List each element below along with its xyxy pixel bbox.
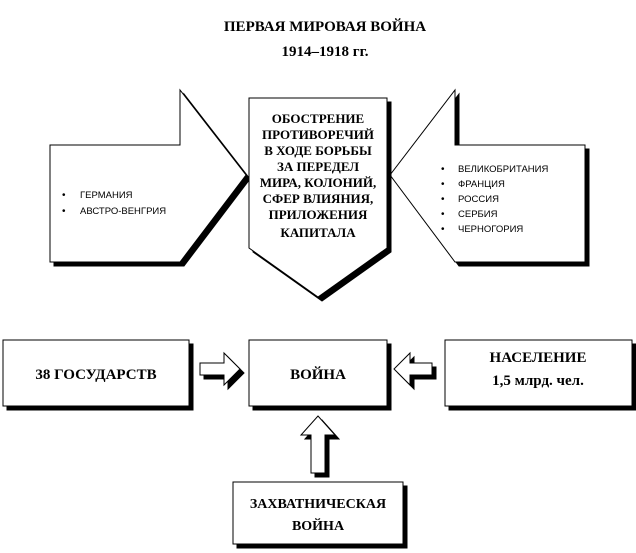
title-line-2: 1914–1918 гг. bbox=[282, 44, 369, 60]
bullet-icon: • bbox=[441, 224, 445, 235]
population-box-line-1: НАСЕЛЕНИЕ bbox=[490, 350, 587, 366]
bullet-icon: • bbox=[441, 194, 445, 205]
right-arrow bbox=[389, 88, 586, 263]
center-line: МИРА, КОЛОНИЙ, bbox=[260, 175, 377, 190]
center-line: ОБОСТРЕНИЕ bbox=[272, 111, 364, 126]
states-box bbox=[2, 339, 190, 407]
arrow-right-small bbox=[199, 351, 241, 387]
left-item-austria-hungary: АВСТРО-ВЕНГРИЯ bbox=[80, 206, 166, 217]
center-line: СФЕР ВЛИЯНИЯ, bbox=[263, 191, 374, 206]
population-box-line-2: 1,5 млрд. чел. bbox=[492, 373, 584, 389]
conquest-war-box bbox=[232, 481, 404, 545]
right-item-france: ФРАНЦИЯ bbox=[458, 179, 505, 190]
states-box-label: 38 ГОСУДАРСТВ bbox=[35, 367, 156, 383]
left-item-germany: ГЕРМАНИЯ bbox=[80, 190, 133, 201]
right-arrow-list: • ВЕЛИКОБРИТАНИЯ • ФРАНЦИЯ • РОССИЯ • СЕ… bbox=[441, 164, 548, 235]
war-box bbox=[248, 339, 388, 407]
population-box bbox=[444, 339, 633, 407]
right-item-great-britain: ВЕЛИКОБРИТАНИЯ bbox=[458, 164, 548, 175]
center-line: КАПИТАЛА bbox=[280, 225, 356, 240]
bullet-icon: • bbox=[62, 190, 66, 201]
left-arrow bbox=[49, 88, 247, 263]
center-line: В ХОДЕ БОРЬБЫ bbox=[264, 143, 372, 158]
center-line: ЗА ПЕРЕДЕЛ bbox=[277, 159, 359, 174]
right-item-serbia: СЕРБИЯ bbox=[458, 209, 498, 220]
left-arrow-list: • ГЕРМАНИЯ • АВСТРО-ВЕНГРИЯ bbox=[62, 190, 166, 217]
title-line-1: ПЕРВАЯ МИРОВАЯ ВОЙНА bbox=[224, 18, 426, 35]
center-line: ПРИЛОЖЕНИЯ bbox=[269, 207, 368, 222]
center-down-arrow bbox=[248, 97, 388, 298]
bullet-icon: • bbox=[441, 209, 445, 220]
right-item-montenegro: ЧЕРНОГОРИЯ bbox=[458, 224, 523, 235]
bullet-icon: • bbox=[441, 179, 445, 190]
war-box-label: ВОЙНА bbox=[290, 366, 346, 383]
conquest-box-line-2: ВОЙНА bbox=[292, 517, 345, 534]
center-line: ПРОТИВОРЕЧИЙ bbox=[262, 127, 374, 142]
conquest-box-line-1: ЗАХВАТНИЧЕСКАЯ bbox=[250, 497, 386, 512]
bullet-icon: • bbox=[441, 164, 445, 175]
bullet-icon: • bbox=[62, 206, 66, 217]
right-item-russia: РОССИЯ bbox=[458, 194, 499, 205]
arrow-left-small bbox=[393, 351, 433, 387]
arrow-up-small bbox=[299, 415, 337, 474]
center-block-text: ОБОСТРЕНИЕ ПРОТИВОРЕЧИЙ В ХОДЕ БОРЬБЫ ЗА… bbox=[260, 111, 377, 240]
